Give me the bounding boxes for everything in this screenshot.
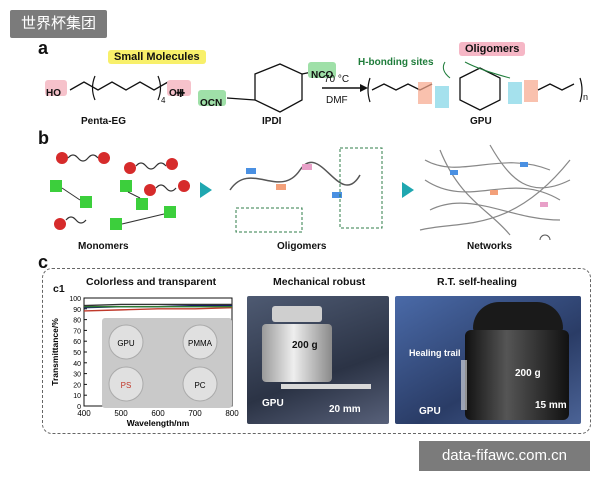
sample-pc: PC — [194, 381, 205, 390]
reaction-solvent: DMF — [326, 95, 348, 106]
penta-eg-label: Penta-EG — [81, 116, 127, 127]
c2-weight-label: 200 g — [292, 340, 318, 351]
assembly-diagram — [50, 144, 571, 240]
y-tick-label: 30 — [73, 372, 81, 379]
c1-title: Colorless and transparent — [86, 276, 217, 288]
y-tick-label: 60 — [73, 339, 81, 346]
c2-gpu-label: GPU — [262, 398, 284, 409]
weight-body — [465, 330, 569, 420]
ocn-group: OCN — [200, 98, 223, 109]
x-tick-label: 800 — [225, 409, 239, 418]
c3-gpu-label: GPU — [419, 406, 441, 417]
x-tick-label: 700 — [188, 409, 202, 418]
y-tick-label: 0 — [77, 404, 81, 411]
x-axis-label: Wavelength/nm — [127, 418, 190, 428]
networks-label: Networks — [467, 241, 513, 252]
x-tick-label: 400 — [77, 409, 91, 418]
c2-title: Mechanical robust — [273, 276, 366, 288]
y-tick-label: 50 — [73, 350, 81, 357]
y-tick-label: 80 — [73, 318, 81, 325]
plus-sign: + — [176, 85, 186, 102]
y-tick-label: 10 — [73, 393, 81, 400]
nco-group: NCO — [311, 70, 334, 81]
c3-scale-label: 15 mm — [535, 400, 567, 411]
y-tick-label: 40 — [73, 361, 81, 368]
gpu-subscript: n — [583, 92, 589, 102]
hbond-label: H-bonding sites — [358, 57, 434, 68]
gpu-strip — [461, 360, 467, 410]
weight-knob — [272, 306, 322, 322]
y-tick-label: 90 — [73, 307, 81, 314]
series-line-0 — [83, 307, 233, 312]
panel-a-label: a — [38, 38, 49, 58]
oligomers-tag: Oligomers — [459, 42, 526, 56]
weight-body — [262, 324, 332, 382]
gpu-strip — [281, 384, 371, 389]
x-tick-label: 600 — [151, 409, 165, 418]
sample-pmma: PMMA — [188, 339, 213, 348]
c1-label: c1 — [53, 283, 65, 295]
ipdi-label: IPDI — [262, 116, 282, 127]
panel-b-label: b — [38, 128, 49, 148]
healing-trail-label: Healing trail — [409, 348, 461, 358]
y-tick-label: 20 — [73, 382, 81, 389]
oh-group: OH — [169, 88, 184, 99]
c3-weight-label: 200 g — [515, 368, 541, 379]
y-axis-label: Transmittance/% — [50, 318, 60, 386]
c2-scale-label: 20 mm — [329, 404, 361, 415]
reaction-temp: 70 °C — [324, 74, 350, 85]
c2-photo: 200 g GPU 20 mm — [247, 296, 389, 424]
ho-group: HO — [46, 88, 61, 99]
watermark-bottom: data-fifawc.com.cn — [419, 441, 590, 471]
y-tick-label: 70 — [73, 328, 81, 335]
monomers-label: Monomers — [78, 241, 129, 252]
sample-gpu: GPU — [117, 339, 135, 348]
c3-photo: 200 g Healing trail GPU 15 mm — [395, 296, 581, 424]
transmittance-chart: 400 500 600 700 800 0 10 20 30 40 50 60 70 80 90 100Wav… — [50, 296, 239, 428]
penta-subscript: 4 — [161, 96, 166, 105]
sample-ps: PS — [121, 381, 132, 390]
reaction-scheme — [45, 61, 583, 113]
series-line-3 — [83, 303, 232, 307]
panel-c-label: c — [38, 252, 49, 272]
weight-knob — [473, 302, 563, 332]
c3-title: R.T. self-healing — [437, 276, 517, 288]
watermark-top: 世界杯集团 — [10, 10, 107, 38]
gpu-label: GPU — [470, 116, 492, 127]
y-tick-label: 100 — [69, 296, 81, 303]
x-tick-label: 500 — [114, 409, 128, 418]
oligomers-label: Oligomers — [277, 241, 327, 252]
panel-c-frame — [42, 268, 591, 434]
small-molecules-tag: Small Molecules — [108, 50, 206, 64]
